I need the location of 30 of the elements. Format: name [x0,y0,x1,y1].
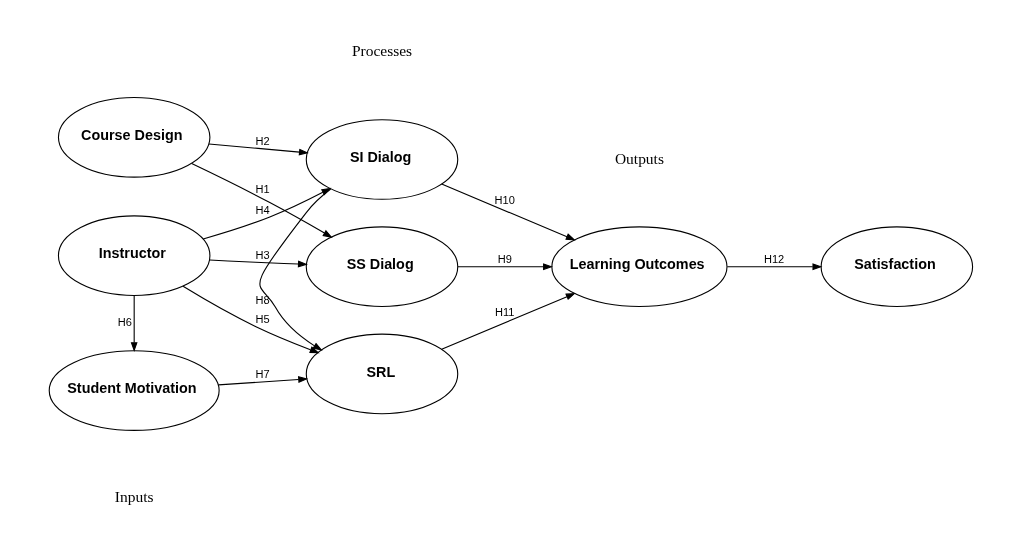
edge-label: H6 [117,315,132,328]
edge-label: H1 [255,182,270,195]
node-ellipse: Satisfaction [820,226,973,308]
arrow [130,295,138,353]
edge-label: H10 [494,193,515,206]
edge-label: H2 [255,135,270,148]
edge-label: H9 [497,253,512,266]
edge-label: H4 [255,203,270,216]
node-ellipse: Student Motivation [48,350,220,431]
arrow [217,376,308,386]
arrow [440,293,576,350]
arrow [182,285,320,354]
arrow [456,263,553,271]
edge-label: H5 [255,313,270,326]
edge-label: H12 [763,253,784,266]
arrow [440,183,576,241]
node-ellipse: Instructor [57,215,210,296]
node-ellipse: Learning Outcomes [550,226,728,308]
node-ellipse: SI Dialog [305,119,458,200]
label: Processes [351,42,412,60]
edge-label: H7 [255,368,270,381]
edge-label: H11 [494,306,514,319]
arrow [726,263,822,271]
edge-label: H8 [255,293,270,306]
arrow [207,143,309,156]
label: Outputs [614,149,664,167]
arrow [208,259,308,268]
edge-label: H3 [255,248,270,261]
node-ellipse: Course Design [57,97,210,178]
label: Inputs [114,487,154,505]
